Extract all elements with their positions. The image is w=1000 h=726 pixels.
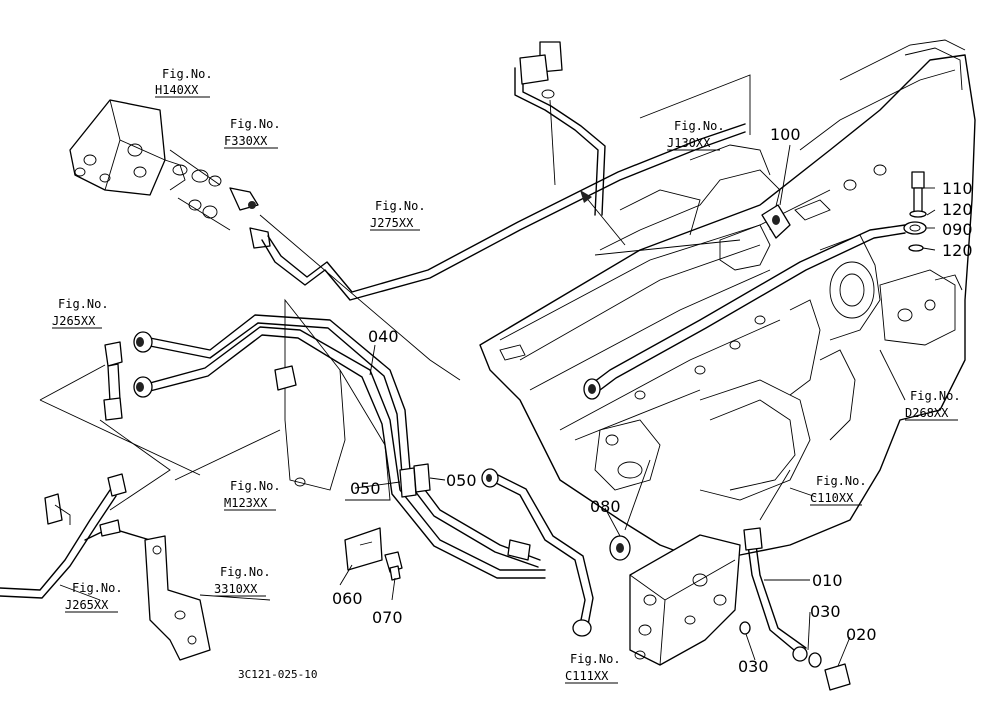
part-label-050-left: 050: [350, 479, 381, 498]
svg-text:F330XX: F330XX: [224, 134, 268, 148]
long-return-pipe: [583, 224, 906, 400]
part-label-050-right: 050: [446, 471, 477, 490]
svg-text:Fig.No.: Fig.No.: [230, 117, 281, 131]
banjo-bolt-stack: [903, 171, 927, 252]
fig-ref-f330: Fig.No. F330XX: [224, 117, 281, 149]
fig-ref-d268: Fig.No. D268XX: [905, 389, 961, 421]
part-label-070: 070: [372, 608, 403, 627]
svg-text:Fig.No.: Fig.No.: [910, 389, 961, 403]
part-label-040: 040: [368, 327, 399, 346]
fig-ref-j275: Fig.No. J275XX: [370, 199, 426, 231]
part-label-020: 020: [846, 625, 877, 644]
steering-unit: [69, 99, 186, 196]
svg-text:J275XX: J275XX: [370, 216, 414, 230]
transmission-housing: [479, 39, 976, 561]
svg-text:D268XX: D268XX: [905, 406, 949, 420]
part-label-120-lower: 120: [942, 241, 973, 260]
svg-text:Fig.No.: Fig.No.: [72, 581, 123, 595]
pipe-010-assembly: [739, 527, 851, 691]
svg-text:Fig.No.: Fig.No.: [162, 67, 213, 81]
sleeve-part-100: [761, 204, 791, 239]
svg-text:Fig.No.: Fig.No.: [220, 565, 271, 579]
fig-ref-c111: Fig.No. C111XX: [565, 652, 621, 684]
part-label-080: 080: [590, 497, 621, 516]
svg-text:M123XX: M123XX: [224, 496, 268, 510]
figure-reference-labels: Fig.No. H140XX Fig.No. F330XX Fig.No. J2…: [52, 67, 961, 684]
leader-lines: [59, 144, 936, 667]
part-label-120-upper: 120: [942, 200, 973, 219]
svg-text:J265XX: J265XX: [52, 314, 96, 328]
svg-text:Fig.No.: Fig.No.: [816, 474, 867, 488]
svg-text:H140XX: H140XX: [155, 83, 199, 97]
fig-ref-3310: Fig.No. 3310XX: [214, 565, 271, 597]
svg-text:C110XX: C110XX: [810, 491, 854, 505]
svg-text:J130XX: J130XX: [667, 136, 711, 150]
svg-text:Fig.No.: Fig.No.: [58, 297, 109, 311]
part-label-090: 090: [942, 220, 973, 239]
svg-text:Fig.No.: Fig.No.: [230, 479, 281, 493]
bracket-3310: [144, 535, 211, 661]
part-label-060: 060: [332, 589, 363, 608]
svg-text:J265XX: J265XX: [65, 598, 109, 612]
direction-arrows: [580, 190, 626, 246]
svg-text:Fig.No.: Fig.No.: [375, 199, 426, 213]
reference-lines: [99, 214, 791, 521]
svg-text:Fig.No.: Fig.No.: [570, 652, 621, 666]
left-fittings-j265: [39, 341, 201, 476]
upper-steering-pipe: [514, 41, 606, 216]
part-label-010: 010: [812, 571, 843, 590]
svg-text:Fig.No.: Fig.No.: [674, 119, 725, 133]
part-label-030-right: 030: [810, 602, 841, 621]
drawing-code: 3C121-025-10: [238, 668, 317, 681]
part-label-110: 110: [942, 179, 973, 198]
lower-left-hose: [0, 473, 151, 599]
svg-text:3310XX: 3310XX: [214, 582, 258, 596]
part-label-100: 100: [770, 125, 801, 144]
fig-ref-j265-lower: Fig.No. J265XX: [65, 581, 123, 613]
bracket-m123: [174, 298, 391, 501]
fig-ref-j265-upper: Fig.No. J265XX: [52, 297, 109, 329]
fig-ref-j130: Fig.No. J130XX: [667, 119, 725, 151]
fig-ref-h140: Fig.No. H140XX: [155, 67, 213, 98]
steering-fittings: [169, 149, 271, 249]
fig-ref-m123: Fig.No. M123XX: [224, 479, 281, 511]
supply-pipe-j275: [261, 74, 751, 301]
svg-text:C111XX: C111XX: [565, 669, 609, 683]
control-valve-c111: [609, 459, 741, 666]
part-number-labels: 100 110 120 090 120 040 050 050 080 060 …: [332, 125, 973, 676]
pipe-bundle-040: [133, 314, 546, 579]
pipe-050: [481, 468, 594, 637]
fig-ref-c110: Fig.No. C110XX: [810, 474, 867, 506]
part-label-030-left: 030: [738, 657, 769, 676]
clip-060-bolt-070: [344, 527, 403, 581]
